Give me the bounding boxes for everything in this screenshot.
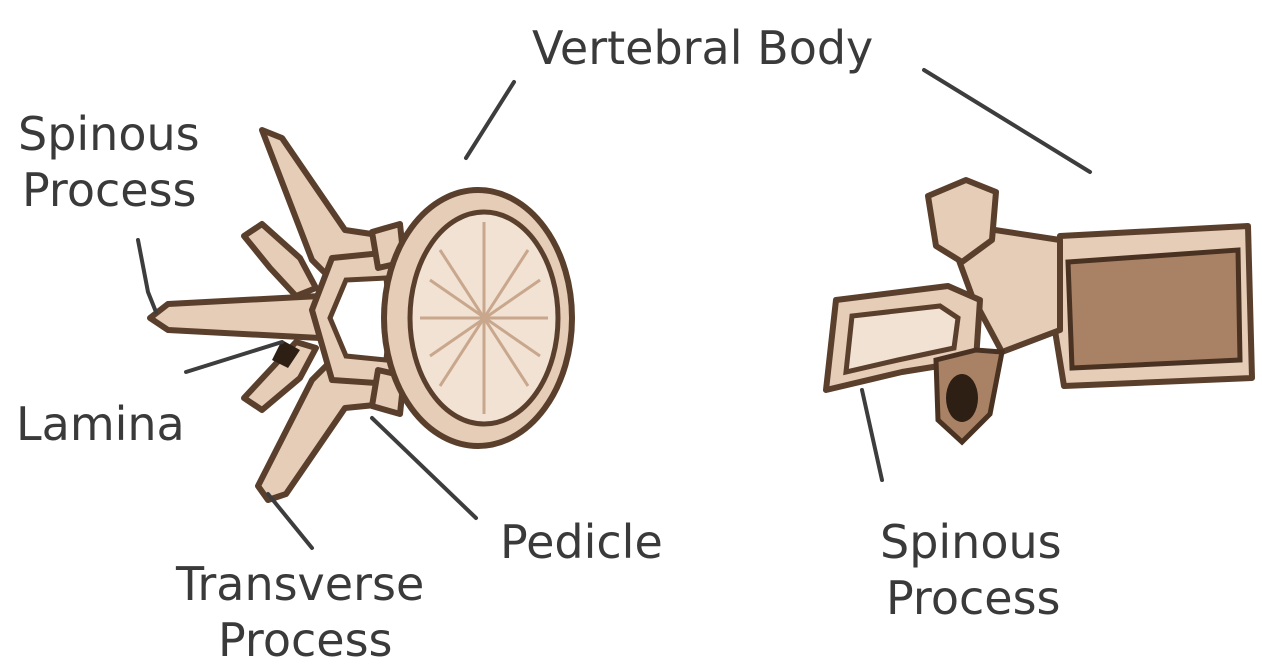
leader-transverse: [268, 494, 312, 548]
leader-vertebral-body-top: [466, 82, 514, 158]
intervertebral-foramen: [946, 374, 978, 422]
label-spinous-process-side-line1: Spinous: [880, 515, 1062, 569]
leader-spinous-process-side: [862, 390, 882, 480]
trabecular-lines: [420, 222, 548, 414]
spinous-process-top: [150, 296, 338, 338]
label-pedicle: Pedicle: [500, 515, 663, 569]
label-lamina: Lamina: [16, 397, 185, 451]
label-spinous-process-side-line2: Process: [886, 571, 1061, 625]
vertebra-side-view: [826, 180, 1252, 442]
leader-vertebral-body-side: [924, 70, 1090, 172]
label-spinous-process-top-line2: Process: [22, 163, 197, 217]
vertebra-top-view: [150, 130, 572, 500]
leader-spinous-process-top: [138, 240, 156, 312]
label-spinous-process-top-line1: Spinous: [18, 107, 200, 161]
leader-lamina: [186, 342, 282, 372]
label-transverse-line2: Process: [218, 613, 393, 667]
vertebral-body-side-shade: [1068, 250, 1240, 368]
label-vertebral-body: Vertebral Body: [532, 21, 873, 75]
label-transverse-line1: Transverse: [175, 557, 424, 611]
